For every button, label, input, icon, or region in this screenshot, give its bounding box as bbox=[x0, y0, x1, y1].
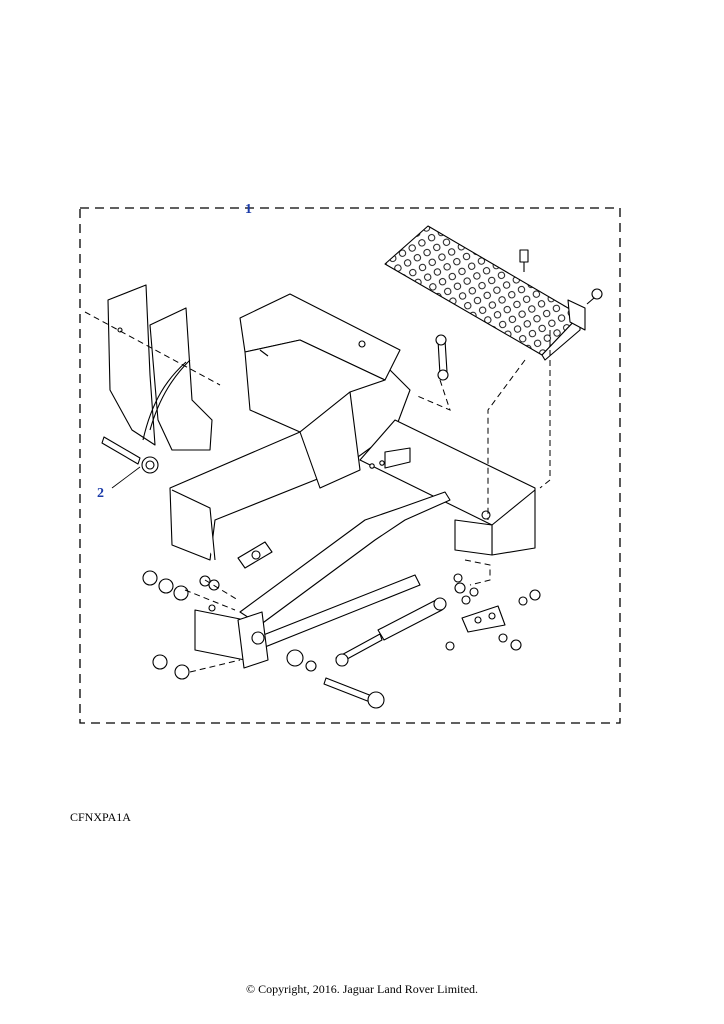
mounting-bracket bbox=[461, 605, 506, 633]
shackle-pin bbox=[435, 334, 449, 381]
long-bolt bbox=[101, 436, 159, 474]
chassis-crossmember bbox=[169, 293, 411, 569]
assembly-lines bbox=[84, 311, 551, 673]
step-plate bbox=[384, 225, 586, 361]
bushes-and-washers bbox=[142, 570, 541, 680]
bottom-bolt bbox=[323, 677, 385, 709]
bolt-upper bbox=[519, 249, 529, 272]
kit-boundary bbox=[79, 207, 621, 724]
gas-strut bbox=[335, 597, 447, 667]
bolt-side bbox=[586, 288, 603, 305]
callout-bolt: 2 bbox=[97, 486, 104, 501]
leader-line-2 bbox=[111, 466, 141, 489]
receiver-tube bbox=[359, 419, 536, 556]
lower-arm bbox=[194, 491, 451, 669]
callout-kit: 1 bbox=[245, 202, 252, 217]
figure-code: CFNXPA1A bbox=[70, 810, 131, 824]
mud-flap-left bbox=[107, 284, 156, 446]
copyright-notice: © Copyright, 2016. Jaguar Land Rover Lim… bbox=[245, 982, 479, 996]
mud-flap-right bbox=[142, 307, 213, 451]
